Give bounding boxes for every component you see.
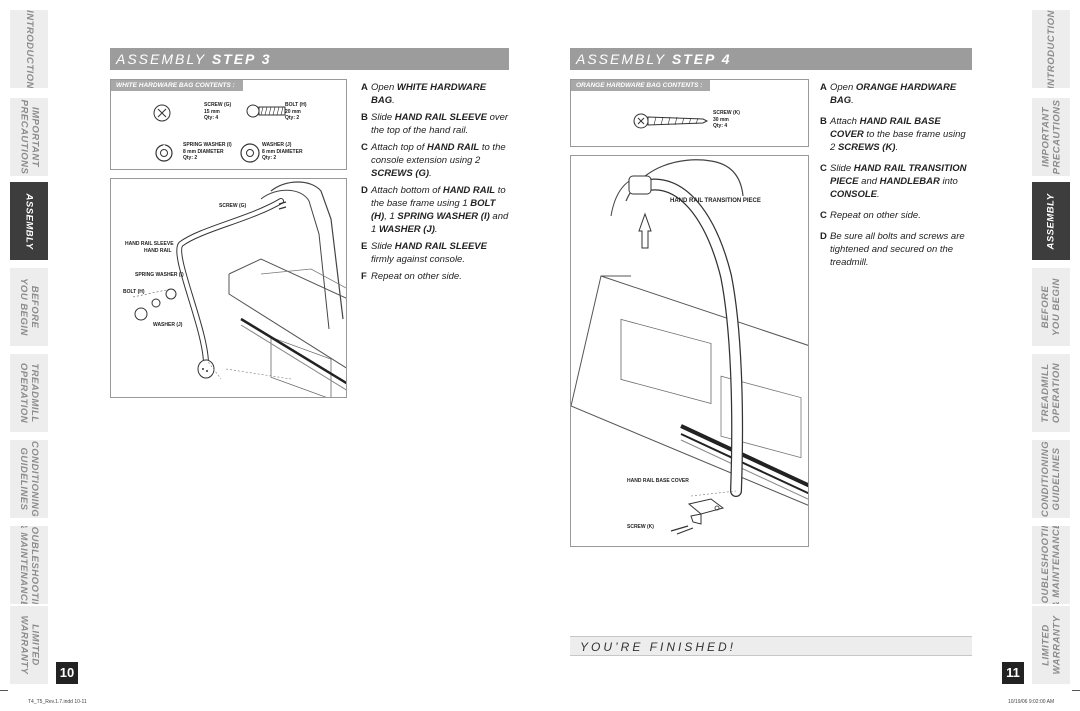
step4-hardware-drawings [633, 113, 709, 129]
part-spring-washer-i: SPRING WASHER (I) 8 mm DIAMETER Qty: 2 [183, 142, 232, 161]
footer-timestamp: 10/19/06 9:02:00 AM [1008, 699, 1055, 705]
step3-hardware-title: WHITE HARDWARE BAG CONTENTS : [111, 80, 243, 91]
step4-hardware-box: ORANGE HARDWARE BAG CONTENTS : SCREW (K)… [570, 79, 809, 147]
bolt-h-icon [246, 104, 286, 118]
washer-j-icon [240, 143, 260, 163]
step3-header: ASSEMBLY STEP 3 [110, 48, 509, 70]
screw-g-icon [153, 104, 171, 122]
step4-title-step: STEP 4 [671, 51, 732, 67]
tab-assembly[interactable]: ASSEMBLY [1032, 182, 1070, 260]
tab-before-you-begin[interactable]: BEFORE YOU BEGIN [1032, 268, 1070, 346]
tab-conditioning-guidelines[interactable]: CONDITIONING GUIDELINES [10, 440, 48, 518]
label-spring-washer: SPRING WASHER (I) [135, 272, 184, 278]
tab-treadmill-operation[interactable]: TREADMILL OPERATION [1032, 354, 1070, 432]
step4-treadmill-drawing [571, 159, 808, 535]
step3-hardware-drawings [153, 104, 286, 163]
tab-limited-warranty[interactable]: LIMITED WARRANTY [10, 606, 48, 684]
step3-diagram: SCREW (G) HAND RAIL SLEEVE HAND RAIL SPR… [110, 178, 347, 398]
step3-hardware-box: WHITE HARDWARE BAG CONTENTS : SCREW (G) … [110, 79, 347, 170]
tab-assembly[interactable]: ASSEMBLY [10, 182, 48, 260]
label-hand-rail: HAND RAIL [144, 248, 172, 254]
label-transition-piece: HAND RAIL TRANSITION PIECE [670, 198, 761, 204]
tab-before-you-begin[interactable]: BEFORE YOU BEGIN [10, 268, 48, 346]
part-screw-g: SCREW (G) 15 mm Qty: 4 [204, 102, 232, 121]
tab-troubleshooting[interactable]: TROUBLESHOOTING & MAINTENANCE [1032, 526, 1070, 604]
tab-introduction[interactable]: INTRODUCTION [10, 10, 48, 88]
finished-banner: YOU’RE FINISHED! [570, 636, 972, 656]
step3-title-step: STEP 3 [211, 51, 272, 67]
tab-limited-warranty[interactable]: LIMITED WARRANTY [1032, 606, 1070, 684]
crop-mark [1072, 690, 1080, 691]
tab-important-precautions[interactable]: IMPORTANT PRECAUTIONS [1032, 98, 1070, 176]
part-washer-j: WASHER (J) 8 mm DIAMETER Qty: 2 [262, 142, 303, 161]
tab-conditioning-guidelines[interactable]: CONDITIONING GUIDELINES [1032, 440, 1070, 518]
tab-treadmill-operation[interactable]: TREADMILL OPERATION [10, 354, 48, 432]
step3-title-prefix: ASSEMBLY [116, 51, 206, 67]
tab-introduction[interactable]: INTRODUCTION [1032, 10, 1070, 88]
screw-k-icon [633, 113, 709, 129]
footer-file-info: T4_T5_Rev.1.7.indd 10-11 [28, 699, 87, 705]
page-number-left: 10 [56, 662, 78, 684]
tab-important-precautions[interactable]: IMPORTANT PRECAUTIONS [10, 98, 48, 176]
step4-diagram: HAND RAIL TRANSITION PIECE HAND RAIL BAS… [570, 155, 809, 547]
step4-hardware-title: ORANGE HARDWARE BAG CONTENTS : [571, 80, 711, 91]
page-number-right: 11 [1002, 662, 1024, 684]
part-bolt-h: BOLT (H) 20 mm Qty: 2 [285, 102, 307, 121]
label-hand-rail-sleeve: HAND RAIL SLEEVE [125, 241, 174, 247]
label-screw-g: SCREW (G) [219, 203, 247, 209]
step4-header: ASSEMBLY STEP 4 [570, 48, 972, 70]
tab-troubleshooting[interactable]: TROUBLESHOOTING & MAINTENANCE [10, 526, 48, 604]
spring-washer-i-icon [155, 144, 173, 162]
crop-mark [0, 690, 8, 691]
label-screw-k: SCREW (K) [627, 524, 654, 530]
label-base-cover: HAND RAIL BASE COVER [627, 478, 689, 484]
step3-treadmill-drawing [132, 181, 346, 397]
label-washer: WASHER (J) [153, 322, 183, 328]
label-bolt: BOLT (H) [123, 289, 145, 295]
step4-title-prefix: ASSEMBLY [576, 51, 666, 67]
part-screw-k: SCREW (K) 30 mm Qty: 4 [713, 110, 740, 129]
